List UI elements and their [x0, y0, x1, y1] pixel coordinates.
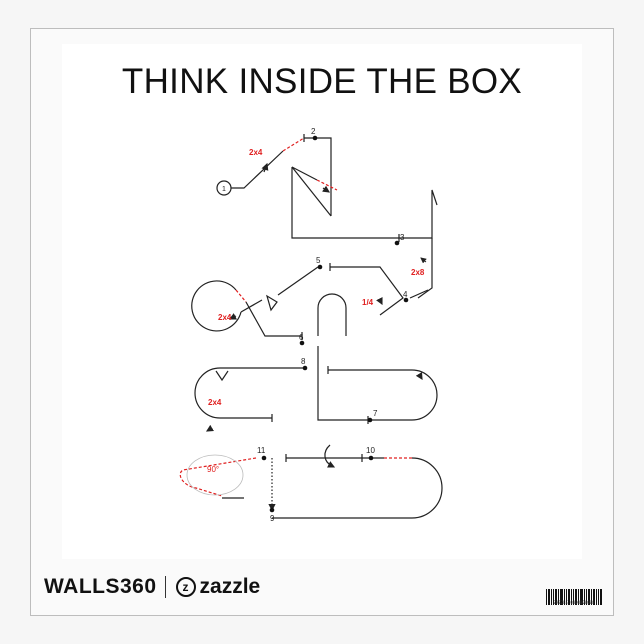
brand-logos: WALLS360 z zazzle [44, 574, 260, 600]
walls360-logo: WALLS360 [44, 575, 157, 598]
marker-dot-2 [312, 135, 318, 141]
barcode-icon [546, 589, 602, 605]
red-label-2x4-a: 2x4 [249, 148, 263, 157]
marker-label-8: 8 [301, 357, 306, 366]
segment-6-to-8 [194, 346, 438, 432]
barcode-text: ZAZZLE 0000000000 [553, 600, 595, 605]
segment-2-to-3 [291, 166, 438, 299]
red-label-one-quarter: 1/4 [362, 298, 374, 307]
marker-label-10: 10 [366, 446, 375, 455]
marker-label-11: 11 [257, 446, 266, 455]
logo-divider [164, 576, 166, 598]
red-label-2x8: 2x8 [411, 268, 425, 277]
segment-1-to-2 [216, 134, 332, 216]
segment-4-to-5 [277, 263, 429, 316]
marker-dot-9 [269, 507, 275, 513]
red-label-90-degrees: 90° [207, 465, 219, 474]
marker-label-5: 5 [316, 256, 321, 265]
wall-decal-canvas [62, 44, 582, 559]
marker-dot-10 [368, 455, 374, 461]
marker-label-1: 1 [222, 186, 226, 193]
marker-dot-4 [403, 297, 409, 303]
marker-label-3: 3 [400, 233, 405, 242]
red-label-2x4-c: 2x4 [208, 398, 222, 407]
marker-label-7: 7 [373, 409, 378, 418]
marker-label-9: 9 [270, 514, 275, 523]
marker-dot-11 [261, 455, 267, 461]
zazzle-badge-icon: z [175, 577, 196, 597]
marker-dot-5 [317, 264, 323, 270]
arrow-2x8 [420, 257, 427, 264]
decal-title: THINK INSIDE THE BOX [121, 62, 523, 101]
marker-dot-8 [302, 365, 308, 371]
zazzle-logo: zazzle [199, 575, 261, 598]
marker-dot-7 [367, 417, 373, 423]
segment-5-to-6 [191, 280, 347, 340]
marker-label-6: 6 [299, 333, 304, 342]
marker-dot-3 [394, 240, 400, 246]
red-label-2x4-b: 2x4 [218, 313, 232, 322]
marker-dot-6 [299, 340, 305, 346]
marker-label-4: 4 [403, 290, 408, 299]
marker-label-2: 2 [311, 127, 316, 136]
segment-11-to-9 [179, 444, 443, 519]
